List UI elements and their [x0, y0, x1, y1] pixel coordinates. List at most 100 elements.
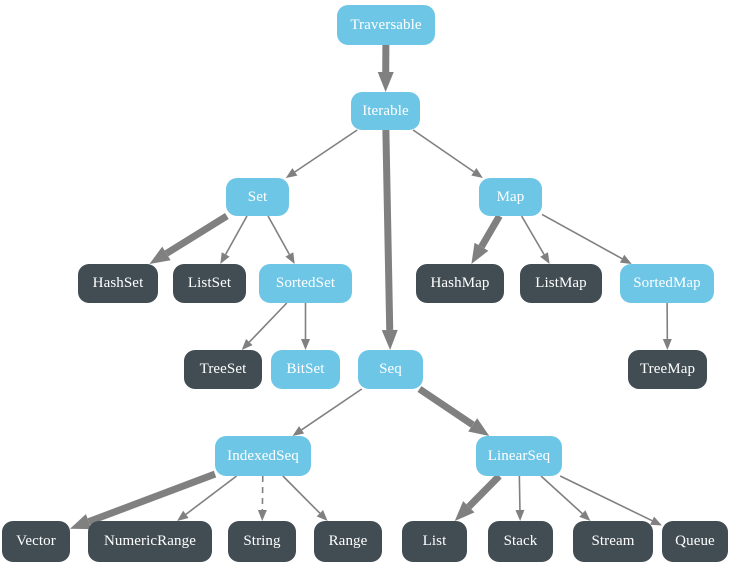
edge-map-to-listmap	[520, 215, 550, 264]
edge-line	[478, 214, 503, 249]
edge-line	[294, 129, 358, 173]
edge-line	[87, 470, 217, 525]
edge-line	[412, 129, 475, 173]
node-hashset[interactable]: HashSet	[78, 264, 158, 303]
edge-set-to-hashset	[149, 213, 229, 264]
edge-linearseq-to-list	[454, 473, 502, 521]
node-label: Seq	[379, 361, 402, 377]
node-label: Set	[247, 188, 268, 205]
edge-map-to-hashmap	[471, 214, 503, 264]
edge-sortedset-to-bitset	[301, 303, 310, 350]
arrowhead-icon	[579, 510, 591, 521]
node-label: LinearSeq	[487, 447, 551, 464]
edge-sortedmap-to-treemap	[662, 302, 672, 350]
node-vector[interactable]: Vector	[2, 521, 70, 562]
node-label: String	[243, 533, 281, 549]
node-stream[interactable]: Stream	[573, 521, 653, 562]
node-label: ListSet	[187, 275, 232, 291]
edge-map-to-sortedmap	[541, 213, 632, 264]
node-label: TreeMap	[639, 361, 696, 377]
edge-indexedseq-to-numericrange	[177, 475, 238, 521]
node-treemap[interactable]: TreeMap	[628, 350, 707, 389]
node-string[interactable]: String	[228, 521, 296, 562]
edge-seq-to-indexedseq	[292, 388, 363, 436]
edge-line	[301, 388, 363, 431]
edge-linearseq-to-queue	[559, 475, 662, 526]
node-set[interactable]: Set	[226, 178, 289, 216]
edge-line	[164, 213, 229, 257]
edge-iterable-to-set	[285, 129, 358, 178]
node-list[interactable]: List	[402, 521, 467, 562]
node-label: List	[422, 533, 447, 549]
arrowhead-icon	[285, 252, 295, 264]
arrowhead-icon	[471, 168, 483, 178]
edge-linearseq-to-stack	[515, 475, 525, 521]
node-sortedmap[interactable]: SortedMap	[620, 264, 714, 303]
node-label: Traversable	[350, 16, 422, 33]
node-label: TreeSet	[199, 361, 247, 377]
node-label: Vector	[16, 533, 56, 549]
arrowhead-icon	[316, 510, 328, 521]
node-indexedseq[interactable]: IndexedSeq	[215, 436, 311, 476]
edge-set-to-sortedset	[267, 215, 295, 264]
arrowhead-icon	[220, 252, 230, 264]
edge-indexedseq-to-range	[282, 475, 328, 521]
arrowhead-icon	[301, 339, 310, 350]
edge-line	[248, 302, 288, 343]
arrowhead-icon	[471, 242, 489, 264]
node-label: SortedSet	[275, 275, 336, 291]
node-hashmap[interactable]: HashMap	[416, 264, 504, 303]
node-sortedset[interactable]: SortedSet	[259, 264, 352, 303]
arrowhead-icon	[285, 168, 298, 178]
edge-line	[267, 215, 291, 255]
node-map[interactable]: Map	[479, 178, 542, 216]
arrowhead-icon	[149, 246, 171, 264]
node-label: BitSet	[286, 361, 325, 377]
node-range[interactable]: Range	[314, 521, 382, 562]
node-label: HashSet	[92, 275, 144, 291]
arrowhead-icon	[177, 510, 189, 521]
node-traversable[interactable]: Traversable	[337, 5, 435, 45]
edge-set-to-listset	[220, 215, 248, 264]
edge-iterable-to-seq	[381, 129, 398, 350]
node-label: NumericRange	[104, 533, 196, 549]
edge-iterable-to-map	[412, 129, 483, 178]
node-listset[interactable]: ListSet	[173, 264, 246, 303]
node-treeset[interactable]: TreeSet	[184, 350, 262, 389]
node-listmap[interactable]: ListMap	[520, 264, 602, 303]
arrowhead-icon	[619, 254, 632, 264]
node-queue[interactable]: Queue	[662, 521, 728, 562]
node-label: Map	[496, 188, 525, 205]
node-seq[interactable]: Seq	[358, 350, 423, 389]
arrowhead-icon	[381, 329, 398, 350]
node-numericrange[interactable]: NumericRange	[88, 521, 212, 562]
edge-traversable-to-iterable	[377, 44, 394, 92]
node-label: HashMap	[430, 275, 490, 291]
node-label: Stack	[503, 533, 538, 549]
edge-line	[518, 475, 521, 511]
arrowhead-icon	[662, 338, 672, 350]
edge-line	[224, 215, 248, 255]
edge-sortedset-to-treeset	[241, 302, 288, 350]
edge-line	[520, 215, 545, 255]
node-bitset[interactable]: BitSet	[271, 350, 340, 389]
edge-line	[417, 386, 475, 428]
edge-line	[382, 129, 394, 331]
edge-indexedseq-to-vector	[70, 470, 217, 530]
arrowhead-icon	[241, 338, 253, 350]
edge-seq-to-linearseq	[417, 386, 490, 436]
node-stack[interactable]: Stack	[488, 521, 553, 562]
arrowhead-icon	[468, 418, 490, 436]
node-linearseq[interactable]: LinearSeq	[476, 436, 562, 476]
arrowhead-icon	[454, 501, 475, 521]
arrowhead-icon	[292, 426, 305, 436]
arrowhead-icon	[515, 509, 525, 521]
edge-line	[185, 475, 238, 515]
node-iterable[interactable]: Iterable	[351, 92, 420, 130]
node-label: Queue	[675, 533, 715, 549]
edge-line	[540, 475, 583, 515]
arrowhead-icon	[257, 509, 267, 521]
node-label: ListMap	[535, 275, 587, 291]
